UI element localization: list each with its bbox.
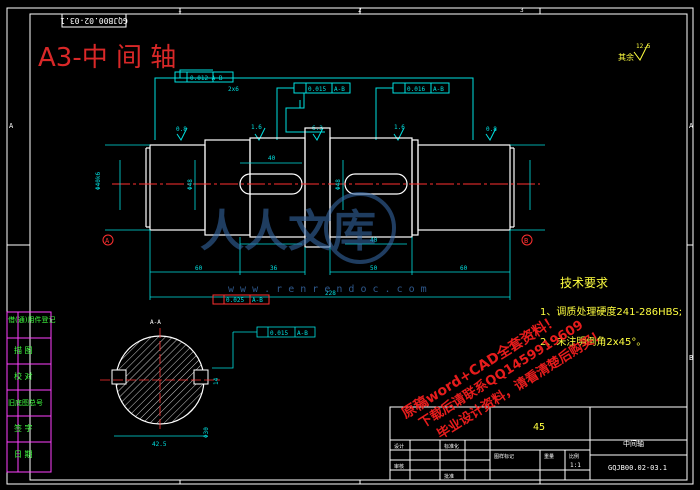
tol-2x6: 2x6 — [228, 86, 239, 93]
notes-title: 技术要求 — [560, 276, 608, 290]
side-table — [6, 311, 52, 473]
side-table-row-3: 校 对 — [14, 371, 33, 381]
roughness-1: 0.8 — [176, 126, 187, 133]
tol-frame-right-ref: A-B — [433, 86, 444, 93]
title-label-4: 设计 — [394, 443, 404, 450]
stamp-code: GQJB00.02-03.1 — [60, 16, 128, 25]
dim-diam-left: Φ40k6 — [95, 172, 102, 190]
title-drawing-no: GQJB00.02-03.1 — [608, 464, 667, 472]
side-table-row-1: 借(通)用件登记 — [8, 315, 55, 324]
dim-50: 50 — [370, 265, 378, 272]
tol-top-small: 0.012 A-B — [190, 75, 223, 82]
tol-frame-left-ref: A-B — [334, 86, 345, 93]
notes-line-1: 1、调质处理硬度241-286HBS; — [540, 305, 682, 318]
roughness-other-value: 12.5 — [636, 43, 651, 50]
dim-diam-mid: Φ48 — [187, 179, 194, 190]
notes-line-2: 2、未注明倒角2x45°。 — [540, 335, 646, 348]
section-dim-14: 14 — [213, 377, 220, 385]
outer-frame — [6, 7, 694, 485]
grid-number-1: 1 — [178, 7, 182, 14]
tol-runout: 0.025 — [226, 297, 244, 304]
shaft-outline — [145, 127, 515, 248]
dim-60-left: 60 — [195, 265, 203, 272]
dim-40-bottom: 40 — [370, 237, 378, 244]
title-block — [389, 406, 688, 481]
grid-number-3: 3 — [520, 7, 524, 14]
roughness-other-label: 其余 — [618, 52, 634, 62]
dim-diam-right: Φ48 — [335, 179, 342, 190]
section-dim-30: Φ30 — [203, 427, 210, 438]
dim-40-top: 40 — [268, 155, 276, 162]
drawing-title: A3-中 间 轴 — [38, 43, 176, 73]
section-sym-tol: 0.015 — [270, 330, 288, 337]
title-label-7: 批准 — [444, 473, 454, 480]
watermark-brand: 人人文库 — [200, 206, 376, 257]
datum-b-marker — [521, 234, 533, 246]
section-dim-42: 42.5 — [152, 441, 167, 448]
title-label-2: 重量 — [544, 453, 554, 460]
roughness-5: 0.8 — [486, 126, 497, 133]
grid-number-2: 2 — [358, 7, 362, 14]
dim-60-right: 60 — [460, 265, 468, 272]
roughness-2: 1.6 — [251, 124, 262, 131]
title-scale: 1:1 — [570, 462, 581, 469]
side-table-row-2: 描 图 — [14, 345, 33, 355]
side-table-row-4: 旧底图总号 — [8, 398, 43, 407]
title-material: 45 — [533, 422, 545, 433]
side-table-row-5: 签 字 — [14, 423, 33, 433]
watermark-logo: 人人文库 — [200, 192, 396, 264]
datum-b-label: B — [524, 237, 528, 245]
section-sym-ref: A-B — [297, 330, 308, 337]
grid-letter-right-b: B — [689, 354, 693, 362]
title-label-6: 标准化 — [444, 443, 459, 450]
watermark-url: w w w . r e n r e n d o c . c o m — [228, 284, 427, 295]
tol-frame-right: 0.016 — [407, 86, 425, 93]
title-part-name: 中间轴 — [623, 439, 644, 448]
datum-a-marker — [102, 234, 114, 246]
tol-frame-left: 0.015 — [308, 86, 326, 93]
tol-runout-ref: A-B — [252, 297, 263, 304]
inner-frame — [29, 13, 688, 481]
dim-36: 36 — [270, 265, 278, 272]
side-table-row-6: 日 期 — [14, 450, 33, 459]
grid-letter-right-a: A — [689, 122, 694, 130]
datum-a-label: A — [105, 237, 110, 245]
stamp-box — [61, 13, 127, 28]
dim-overall: 228 — [325, 290, 336, 297]
title-label-1: 图样标记 — [494, 453, 514, 460]
title-label-5: 审核 — [394, 463, 404, 470]
grid-letter-left-a: A — [9, 122, 14, 130]
section-view — [100, 328, 220, 432]
roughness-4: 1.6 — [394, 124, 405, 131]
section-label: A-A — [150, 319, 161, 326]
title-label-3: 比例 — [569, 453, 579, 460]
